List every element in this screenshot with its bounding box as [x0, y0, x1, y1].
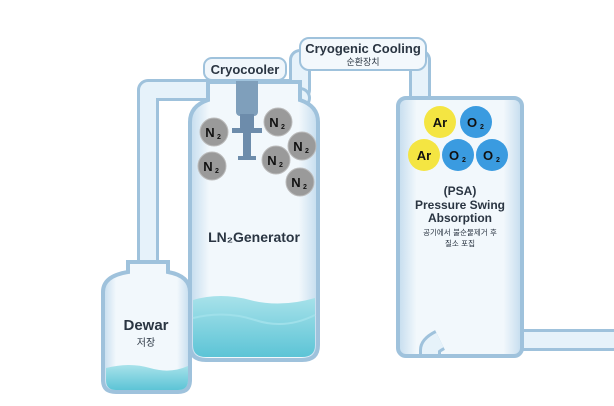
- cryogenic-cooling-label: Cryogenic Cooling: [305, 41, 421, 56]
- svg-text:N: N: [293, 139, 302, 154]
- svg-text:2: 2: [305, 148, 309, 155]
- ar-molecule: Ar: [408, 139, 440, 171]
- svg-text:2: 2: [281, 124, 285, 131]
- svg-text:2: 2: [496, 157, 500, 164]
- psa-abbr: (PSA): [444, 184, 477, 198]
- svg-text:2: 2: [217, 134, 221, 141]
- svg-text:2: 2: [303, 184, 307, 191]
- svg-text:N: N: [267, 153, 276, 168]
- dewar-tank: Dewar 저장: [101, 260, 192, 394]
- psa-desc2: 질소 포집: [445, 238, 475, 248]
- svg-text:N: N: [291, 175, 300, 190]
- svg-text:N: N: [203, 159, 212, 174]
- psa-tank: (PSA) Pressure Swing Absorption 공기에서 불순물…: [396, 96, 524, 358]
- svg-text:O: O: [449, 148, 459, 163]
- svg-text:O: O: [483, 148, 493, 163]
- dewar-sublabel: 저장: [137, 337, 155, 349]
- cryocooler-label-box: Cryocooler: [203, 57, 287, 81]
- dewar-label: Dewar: [123, 317, 168, 334]
- svg-text:N: N: [269, 115, 278, 130]
- svg-text:N: N: [205, 125, 214, 140]
- cryogenic-cooling-label-box: Cryogenic Cooling 순환장치: [299, 37, 427, 71]
- svg-text:Ar: Ar: [417, 148, 431, 163]
- cryogenic-cooling-sublabel: 순환장치: [346, 56, 379, 68]
- svg-text:2: 2: [279, 162, 283, 169]
- svg-text:Ar: Ar: [433, 115, 447, 130]
- psa-desc1: 공기에서 불순물제거 후: [423, 228, 497, 237]
- cryocooler-coldhead: [232, 76, 262, 160]
- psa-line2: Absorption: [428, 211, 492, 225]
- svg-text:2: 2: [480, 124, 484, 131]
- svg-text:2: 2: [215, 168, 219, 175]
- psa-line1: Pressure Swing: [415, 198, 505, 212]
- svg-text:O: O: [467, 115, 477, 130]
- ar-molecule: Ar: [424, 106, 456, 138]
- generator-label: LN₂Generator: [208, 229, 300, 245]
- cryocooler-label: Cryocooler: [211, 62, 280, 77]
- svg-text:2: 2: [462, 157, 466, 164]
